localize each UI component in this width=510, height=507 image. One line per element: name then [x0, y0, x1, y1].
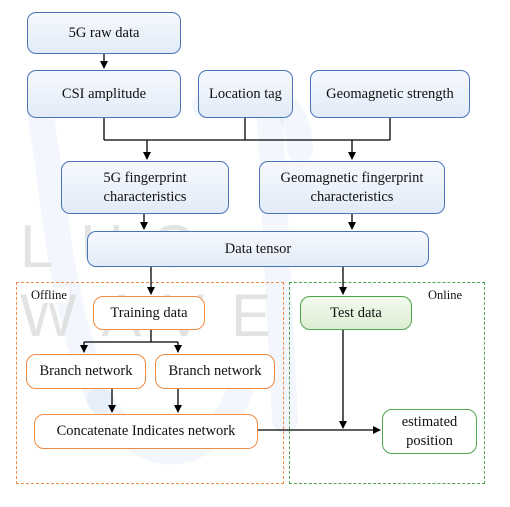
geomagnetic-strength-node: Geomagnetic strength — [310, 70, 470, 118]
location-tag-node: Location tag — [198, 70, 293, 118]
online-region — [289, 282, 485, 484]
raw-data-node: 5G raw data — [27, 12, 181, 54]
training-data-node: Training data — [93, 296, 205, 330]
offline-region — [16, 282, 284, 484]
offline-label: Offline — [29, 288, 69, 303]
fingerprint-5g-node: 5G fingerprint characteristics — [61, 161, 229, 214]
branch-network-left-node: Branch network — [26, 354, 146, 389]
csi-amplitude-node: CSI amplitude — [27, 70, 181, 118]
estimated-position-node: estimated position — [382, 409, 477, 454]
test-data-node: Test data — [300, 296, 412, 330]
data-tensor-node: Data tensor — [87, 231, 429, 267]
online-label: Online — [426, 288, 465, 303]
branch-network-right-node: Branch network — [155, 354, 275, 389]
fingerprint-geomagnetic-node: Geomagnetic fingerprint characteristics — [259, 161, 445, 214]
concatenate-node: Concatenate Indicates network — [34, 414, 258, 449]
